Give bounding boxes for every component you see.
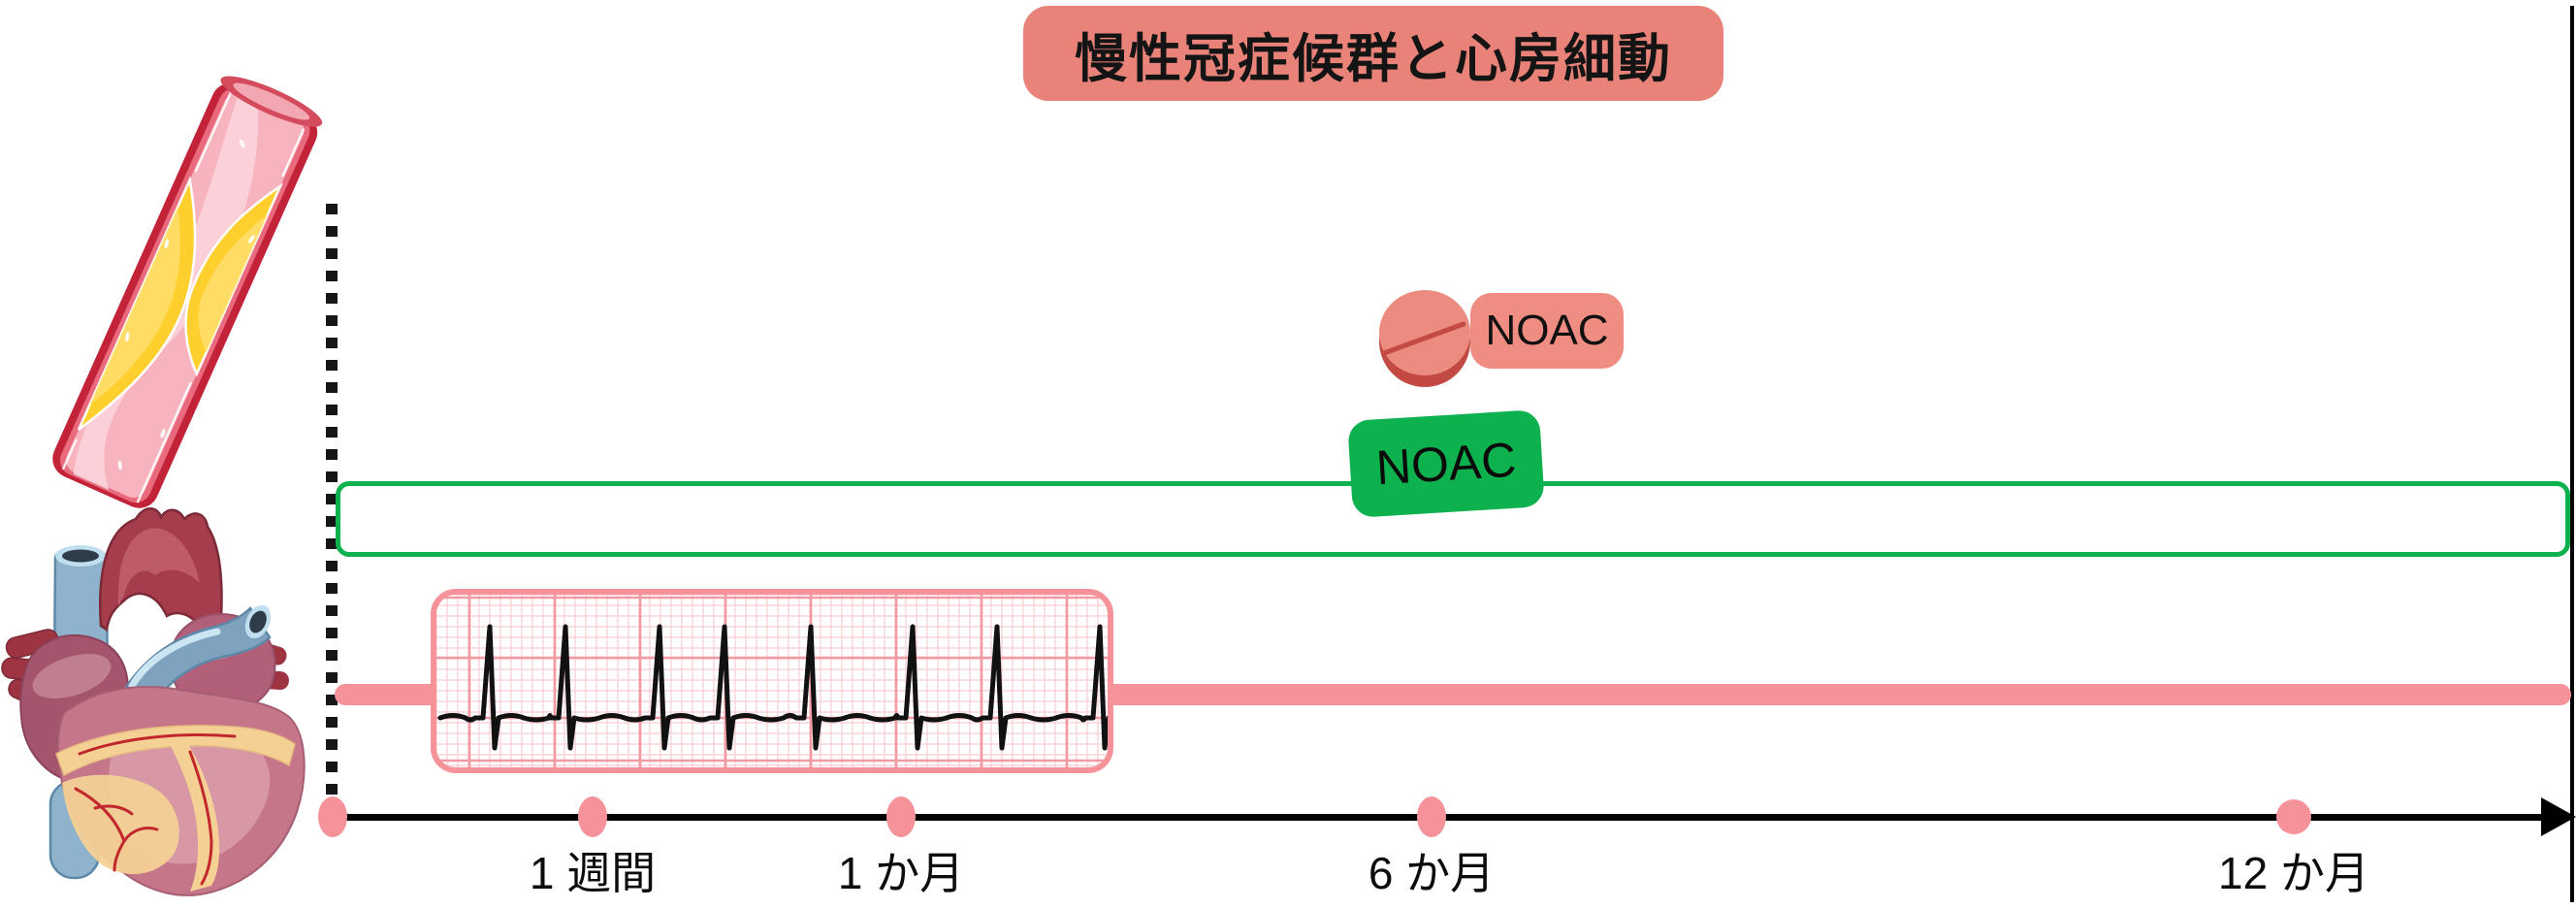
timeline-dot	[318, 796, 347, 837]
ecg-strip	[431, 589, 1113, 773]
timeline-dot	[2276, 799, 2311, 834]
noac-bar-label: NOAC	[1347, 409, 1545, 518]
timeline-dot	[578, 796, 607, 837]
noac-pill-label-text: NOAC	[1485, 307, 1609, 354]
timeline-label: 12 か月	[2218, 848, 2369, 898]
ecg-graph	[436, 595, 1108, 767]
ecg-grid-minor	[436, 595, 1108, 767]
ecg-grid-major	[436, 595, 1108, 767]
noac-bar-label-text: NOAC	[1374, 432, 1518, 496]
title-box: 慢性冠症候群と心房細動	[1023, 6, 1723, 101]
tablet-pill-icon	[1379, 290, 1470, 387]
timeline-dot	[1417, 796, 1446, 837]
timeline-label: 6 か月	[1368, 848, 1496, 898]
timeline-label: 1 週間	[529, 848, 657, 898]
noac-pill-label: NOAC	[1470, 293, 1624, 369]
heart-illustration	[1, 507, 306, 896]
frame-right-edge	[2570, 6, 2574, 902]
page-title: 慢性冠症候群と心房細動	[1075, 29, 1672, 88]
timeline-label: 1 か月	[837, 848, 965, 898]
ecg-trace	[437, 624, 1108, 751]
artery-illustration	[52, 76, 323, 508]
timeline-dot	[886, 796, 916, 837]
start-dotted-line	[326, 204, 338, 809]
